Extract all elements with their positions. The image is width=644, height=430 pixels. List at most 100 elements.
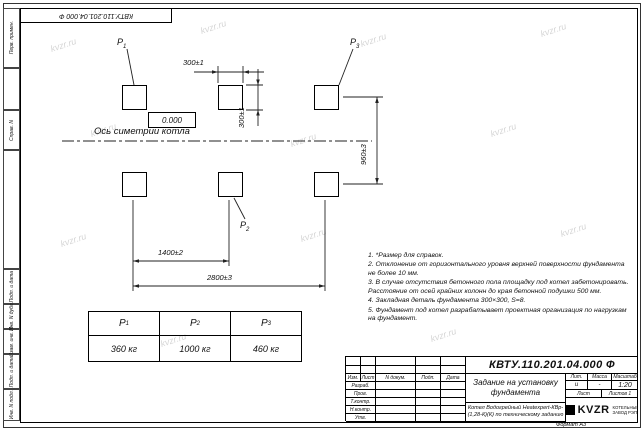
title-block-doc-number: КВТУ.110.201.04.000 Ф — [466, 357, 638, 374]
dim-col-gap-1400: 1400±2 — [158, 248, 183, 257]
load-label-sub: 2 — [246, 226, 250, 233]
col-data: Дата — [441, 374, 466, 382]
top-doc-number: КВТУ.110.201.04.000 Ф — [58, 12, 134, 19]
load-label-sub: 1 — [123, 43, 127, 50]
format-label: Формат А3 — [556, 422, 587, 428]
note-5: 5. Фундамент под котел разрабатывает про… — [368, 306, 627, 323]
sig-cell — [376, 382, 416, 390]
level-mark-box: 0.000 — [148, 112, 196, 128]
header-sub: 2 — [196, 320, 200, 327]
drawing-frame — [20, 8, 638, 423]
foundation-pad-3 — [314, 85, 339, 110]
sig-cell — [416, 398, 441, 406]
kvzr-logo-icon — [566, 405, 575, 415]
margin-stamp-label: Подп. и дата — [8, 270, 15, 303]
load-label-text: Р — [350, 37, 357, 47]
notes-block: 1. *Размер для справок. 2. Отклонение от… — [368, 252, 632, 325]
note-1: 1. *Размер для справок. — [368, 252, 444, 259]
load-label-p1: Р1 — [117, 37, 126, 50]
col-podp: Подп. — [416, 374, 441, 382]
load-label-sub: 3 — [356, 43, 360, 50]
level-mark: 0.000 — [161, 115, 183, 125]
col-izm: Изм. — [346, 374, 361, 382]
mass-value: - — [588, 381, 612, 390]
col-ndokum: N докум. — [376, 374, 416, 382]
row-tkontr: Т.контр. — [346, 398, 376, 406]
load-label-p2: Р2 — [240, 220, 249, 233]
header-text: Р — [189, 318, 197, 329]
margin-stamp-podp-data-1: Подп. и дата — [3, 269, 20, 304]
org-name-line1: КОТЕЛЬНЫЙ — [612, 404, 638, 410]
note-2: 2. Отклонение от горизонтального уровня … — [368, 261, 625, 277]
margin-stamp-podp-data-2: Подп. и дата — [3, 354, 20, 389]
margin-stamp-label: Перв. примен. — [8, 21, 15, 55]
note-4: 4. Закладная деталь фундамента 300×300, … — [368, 297, 526, 305]
foundation-pad-6 — [314, 172, 339, 197]
dim-width-300: 300±1 — [183, 58, 204, 67]
lit-label: Лит. — [566, 374, 588, 381]
kvzr-logo: KVZR КОТЕЛЬНЫЙ ЗАВОД РЭП — [566, 404, 638, 416]
dim-total-2800: 2800±3 — [207, 273, 232, 282]
load-label-text: Р — [240, 220, 247, 230]
load-label-p3: Р3 — [350, 37, 359, 50]
margin-stamp-label: Подп. и дата — [8, 355, 15, 388]
sig-cell — [376, 406, 416, 414]
sig-cell — [376, 398, 416, 406]
row-utv: Утв. — [346, 414, 376, 422]
top-doc-number-box: КВТУ.110.201.04.000 Ф — [21, 9, 172, 23]
margin-stamp-label: Инв. N подл. — [8, 390, 15, 420]
scale-value: 1:20 — [612, 381, 638, 390]
margin-stamp-empty-2 — [3, 150, 20, 269]
col-list: Лист — [361, 374, 376, 382]
sig-cell — [441, 390, 466, 398]
org-name-line2: ЗАВОД РЭП — [612, 410, 638, 415]
margin-stamp-inv-dubl: Инв. N дубл. — [3, 302, 20, 331]
note-3: 3. В случае отсутствия бетонного пола пл… — [368, 279, 629, 295]
boiler-symmetry-axis-label: Ось симетрии котла — [94, 126, 190, 137]
sig-cell — [441, 398, 466, 406]
margin-stamp-perv-primen: Перв. примен. — [3, 8, 20, 68]
header-text: Р — [118, 318, 126, 329]
foundation-pad-2 — [218, 85, 243, 110]
loads-table-value-p3: 460 кг — [231, 336, 302, 362]
header-text: Р — [260, 318, 268, 329]
scale-label: Масштаб — [612, 374, 638, 381]
foundation-pad-5 — [218, 172, 243, 197]
row-prov: Пров. — [346, 390, 376, 398]
org-cell: KVZR КОТЕЛЬНЫЙ ЗАВОД РЭП — [566, 398, 638, 422]
sig-cell — [416, 406, 441, 414]
loads-table-value-p1: 360 кг — [89, 336, 160, 362]
document-title: Задание на установку фундамента — [466, 374, 566, 403]
sheets-text: Листов — [608, 390, 628, 397]
sig-cell — [441, 382, 466, 390]
sig-cell — [416, 382, 441, 390]
header-sub: 1 — [125, 320, 129, 327]
title-block: КВТУ.110.201.04.000 Ф Изм. Лист N докум.… — [345, 356, 638, 422]
document-subtitle: Котел Водогрейный Heatexpert-КВр-(1,28-К… — [466, 403, 566, 422]
kvzr-logo-text: KVZR — [577, 404, 610, 416]
foundation-pad-1 — [122, 85, 147, 110]
sheets-count: 1 — [628, 390, 632, 397]
margin-stamp-inv-podl: Инв. N подл. — [3, 389, 20, 421]
lit-value: и — [566, 381, 588, 390]
loads-table-value-p2: 1000 кг — [160, 336, 231, 362]
sig-cell — [441, 414, 466, 422]
margin-stamp-label: Взам. инв. N — [8, 326, 15, 357]
sheet-label: Лист — [566, 390, 602, 398]
margin-stamp-label: Справ. N — [8, 119, 15, 141]
margin-stamp-vzam-inv: Взам. инв. N — [3, 326, 20, 357]
revision-row-divider — [346, 365, 466, 366]
sheets-label: Листов 1 — [602, 390, 638, 398]
margin-stamp-sprav-n: Справ. N — [3, 110, 20, 150]
sig-cell — [416, 390, 441, 398]
sig-cell — [376, 414, 416, 422]
mass-label: Масса — [588, 374, 612, 381]
row-nkontr: Н.контр. — [346, 406, 376, 414]
margin-stamp-empty-1 — [3, 68, 20, 110]
row-razrab: Разраб. — [346, 382, 376, 390]
org-name: КОТЕЛЬНЫЙ ЗАВОД РЭП — [613, 405, 638, 415]
